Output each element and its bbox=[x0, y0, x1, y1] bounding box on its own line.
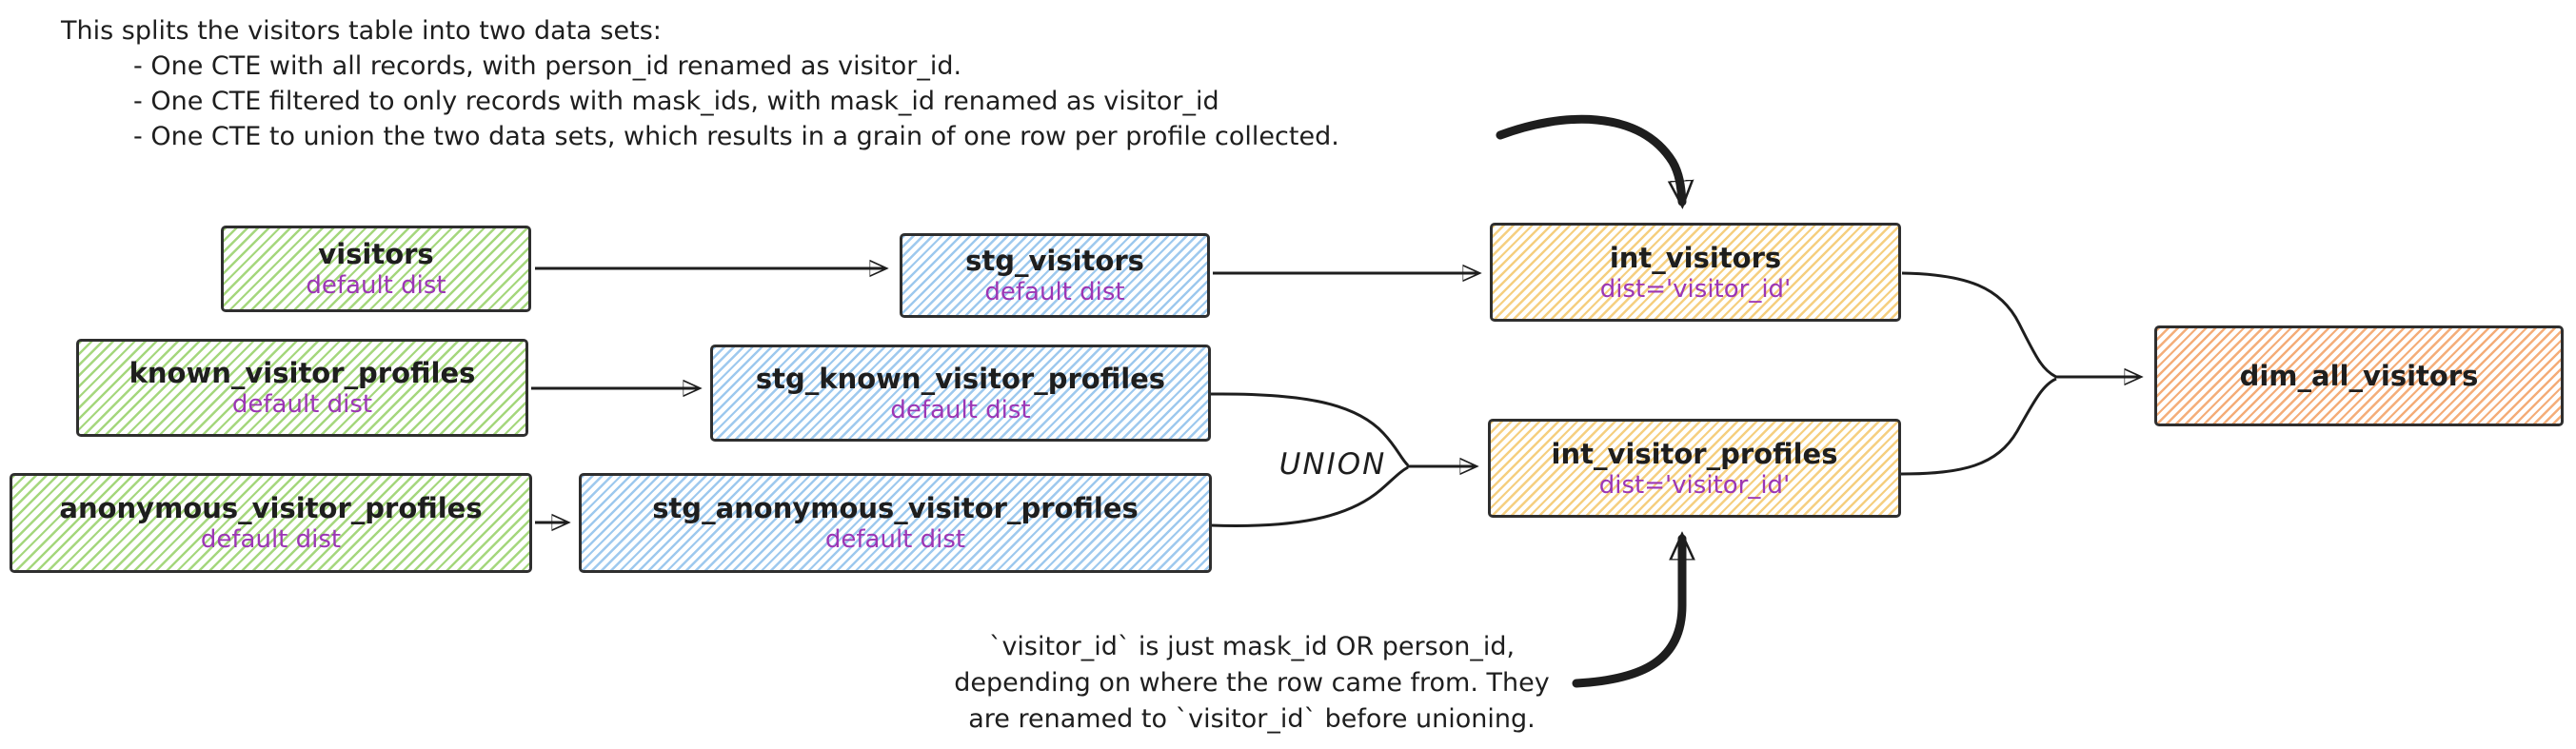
top-annotation-bullet-1: - One CTE with all records, with person_… bbox=[133, 51, 962, 81]
node-int-visitors: int_visitors dist='visitor_id' bbox=[1490, 223, 1901, 322]
node-visitors: visitors default dist bbox=[221, 226, 531, 312]
node-dim-all-visitors: dim_all_visitors bbox=[2154, 325, 2564, 426]
node-stg-visitors-title: stg_visitors bbox=[965, 245, 1144, 277]
node-visitors-title: visitors bbox=[318, 238, 434, 270]
union-label: UNION bbox=[1278, 447, 1387, 482]
node-stg-anonymous-visitor-profiles: stg_anonymous_visitor_profiles default d… bbox=[579, 473, 1212, 573]
node-known-visitor-profiles: known_visitor_profiles default dist bbox=[76, 339, 528, 437]
top-annotation: This splits the visitors table into two … bbox=[61, 13, 1339, 154]
node-stg-anonymous-visitor-profiles-title: stg_anonymous_visitor_profiles bbox=[652, 492, 1139, 524]
top-annotation-intro: This splits the visitors table into two … bbox=[61, 16, 662, 46]
edge-int-visitor-profiles-to-merge bbox=[1900, 377, 2057, 476]
node-int-visitor-profiles: int_visitor_profiles dist='visitor_id' bbox=[1488, 419, 1901, 518]
bottom-annotation-line-2: depending on where the row came from. Th… bbox=[954, 668, 1550, 698]
node-int-visitors-title: int_visitors bbox=[1609, 241, 1782, 274]
node-stg-known-visitor-profiles-title: stg_known_visitor_profiles bbox=[755, 362, 1166, 395]
bottom-annotation-line-1: `visitor_id` is just mask_id OR person_i… bbox=[988, 632, 1516, 661]
node-stg-visitors: stg_visitors default dist bbox=[900, 233, 1210, 318]
node-stg-known-visitor-profiles: stg_known_visitor_profiles default dist bbox=[710, 345, 1211, 442]
top-annotation-bullet-3: - One CTE to union the two data sets, wh… bbox=[133, 122, 1339, 151]
annotation-arrow-top bbox=[1496, 114, 1682, 202]
node-anonymous-visitor-profiles-title: anonymous_visitor_profiles bbox=[59, 492, 483, 524]
node-int-visitor-profiles-title: int_visitor_profiles bbox=[1551, 437, 1838, 470]
edge-int-visitors-to-merge bbox=[1901, 271, 2057, 379]
node-int-visitors-subtitle: dist='visitor_id' bbox=[1599, 274, 1792, 304]
node-visitors-subtitle: default dist bbox=[306, 271, 446, 300]
annotation-arrow-bottom bbox=[1572, 539, 1682, 688]
top-annotation-bullet-2: - One CTE filtered to only records with … bbox=[133, 87, 1219, 116]
node-known-visitor-profiles-title: known_visitor_profiles bbox=[129, 357, 476, 389]
node-known-visitor-profiles-subtitle: default dist bbox=[231, 390, 373, 419]
node-stg-visitors-subtitle: default dist bbox=[984, 278, 1125, 306]
node-stg-anonymous-visitor-profiles-subtitle: default dist bbox=[824, 525, 966, 554]
node-int-visitor-profiles-subtitle: dist='visitor_id' bbox=[1598, 470, 1791, 500]
node-anonymous-visitor-profiles-subtitle: default dist bbox=[200, 525, 342, 554]
bottom-annotation: `visitor_id` is just mask_id OR person_i… bbox=[919, 629, 1585, 738]
node-stg-known-visitor-profiles-subtitle: default dist bbox=[890, 395, 1031, 424]
node-dim-all-visitors-title: dim_all_visitors bbox=[2239, 360, 2479, 392]
node-anonymous-visitor-profiles: anonymous_visitor_profiles default dist bbox=[10, 473, 532, 573]
bottom-annotation-line-3: are renamed to `visitor_id` before union… bbox=[968, 704, 1536, 734]
